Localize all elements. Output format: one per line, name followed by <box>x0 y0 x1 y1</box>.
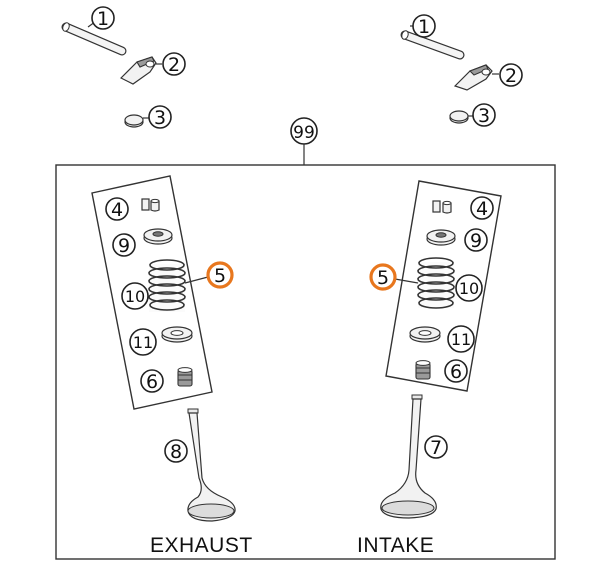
intake-valve-keepers[interactable] <box>432 200 452 214</box>
right-rocker-arm[interactable] <box>453 64 493 91</box>
exhaust-spring-retainer[interactable] <box>143 228 173 245</box>
left-rocker-group: 1 2 3 <box>61 6 186 129</box>
intake-spring-seat[interactable] <box>409 326 441 343</box>
exhaust-valve-keepers[interactable] <box>141 198 160 212</box>
callout-2-left-circle <box>162 52 186 76</box>
callout-4-intake: 4 <box>476 198 488 220</box>
callout-6-exhaust: 6 <box>146 371 158 393</box>
callout-6-exhaust-circle <box>140 369 164 393</box>
intake-panel: 4 9 10 5 11 <box>369 180 502 392</box>
right-rocker-group: 1 2 3 <box>400 14 523 127</box>
exhaust-panel: 4 9 10 5 11 <box>91 175 234 410</box>
assembly-kit-callout: 99 <box>290 117 318 165</box>
intake-label: INTAKE <box>357 534 434 557</box>
left-rocker-arm[interactable] <box>119 56 157 85</box>
exhaust-label: EXHAUST <box>150 534 253 557</box>
callout-10-exhaust-circle <box>121 282 149 310</box>
left-shim[interactable] <box>124 114 144 128</box>
callout-11-exhaust-circle <box>129 328 157 356</box>
left-rocker-shaft[interactable] <box>61 22 127 56</box>
callout-3-right-circle <box>472 103 496 127</box>
callout-5-exhaust-circle[interactable] <box>206 261 234 289</box>
callout-2-right: 2 <box>505 65 517 87</box>
callout-11-intake: 11 <box>451 330 471 349</box>
callout-4-exhaust-circle <box>105 197 129 221</box>
right-rocker-shaft[interactable] <box>400 30 465 60</box>
intake-spring-retainer[interactable] <box>426 229 456 246</box>
callout-9-intake-circle <box>464 228 488 252</box>
callout-4-exhaust: 4 <box>111 199 123 221</box>
callout-9-exhaust: 9 <box>118 235 130 257</box>
exhaust-spring-seat[interactable] <box>161 326 193 343</box>
callout-7: 7 <box>430 437 442 459</box>
callout-5-exhaust[interactable]: 5 <box>214 265 226 287</box>
exhaust-valve[interactable] <box>187 408 236 522</box>
callout-99: 99 <box>293 123 315 143</box>
exhaust-kit-box <box>91 175 213 410</box>
exhaust-valve-spring[interactable] <box>148 259 186 312</box>
callout-5-intake-circle[interactable] <box>369 263 397 291</box>
callout-9-exhaust-circle <box>112 233 136 257</box>
callout-11-exhaust: 11 <box>133 333 153 352</box>
exhaust-valve-stem-seal[interactable] <box>177 367 193 387</box>
callout-3-left-circle <box>148 105 172 129</box>
callout-1-right-circle <box>412 14 436 38</box>
intake-kit-box <box>385 180 502 392</box>
intake-valve[interactable] <box>380 394 437 519</box>
callout-7-circle <box>424 435 448 459</box>
callout-3-left: 3 <box>154 107 166 129</box>
callout-6-intake: 6 <box>450 361 462 383</box>
callout-1-left-circle <box>91 6 115 30</box>
intake-valve-stem-seal[interactable] <box>415 360 431 380</box>
callout-3-right: 3 <box>478 105 490 127</box>
callout-11-intake-circle <box>447 325 475 353</box>
callout-10-exhaust: 10 <box>125 287 145 306</box>
callout-2-left: 2 <box>168 54 180 76</box>
callout-1-right: 1 <box>418 16 430 38</box>
callout-6-intake-circle <box>444 359 468 383</box>
callout-10-intake: 10 <box>459 279 479 298</box>
intake-valve-spring[interactable] <box>417 257 455 309</box>
callout-8: 8 <box>170 441 182 463</box>
callout-9-intake: 9 <box>470 230 482 252</box>
callout-5-intake[interactable]: 5 <box>377 267 389 289</box>
callout-4-intake-circle <box>470 196 494 220</box>
assembly-frame <box>55 164 556 560</box>
callout-8-circle <box>164 439 188 463</box>
callout-1-left: 1 <box>97 8 109 30</box>
right-shim[interactable] <box>449 110 469 124</box>
callout-10-intake-circle <box>455 274 483 302</box>
callout-2-right-circle <box>499 63 523 87</box>
